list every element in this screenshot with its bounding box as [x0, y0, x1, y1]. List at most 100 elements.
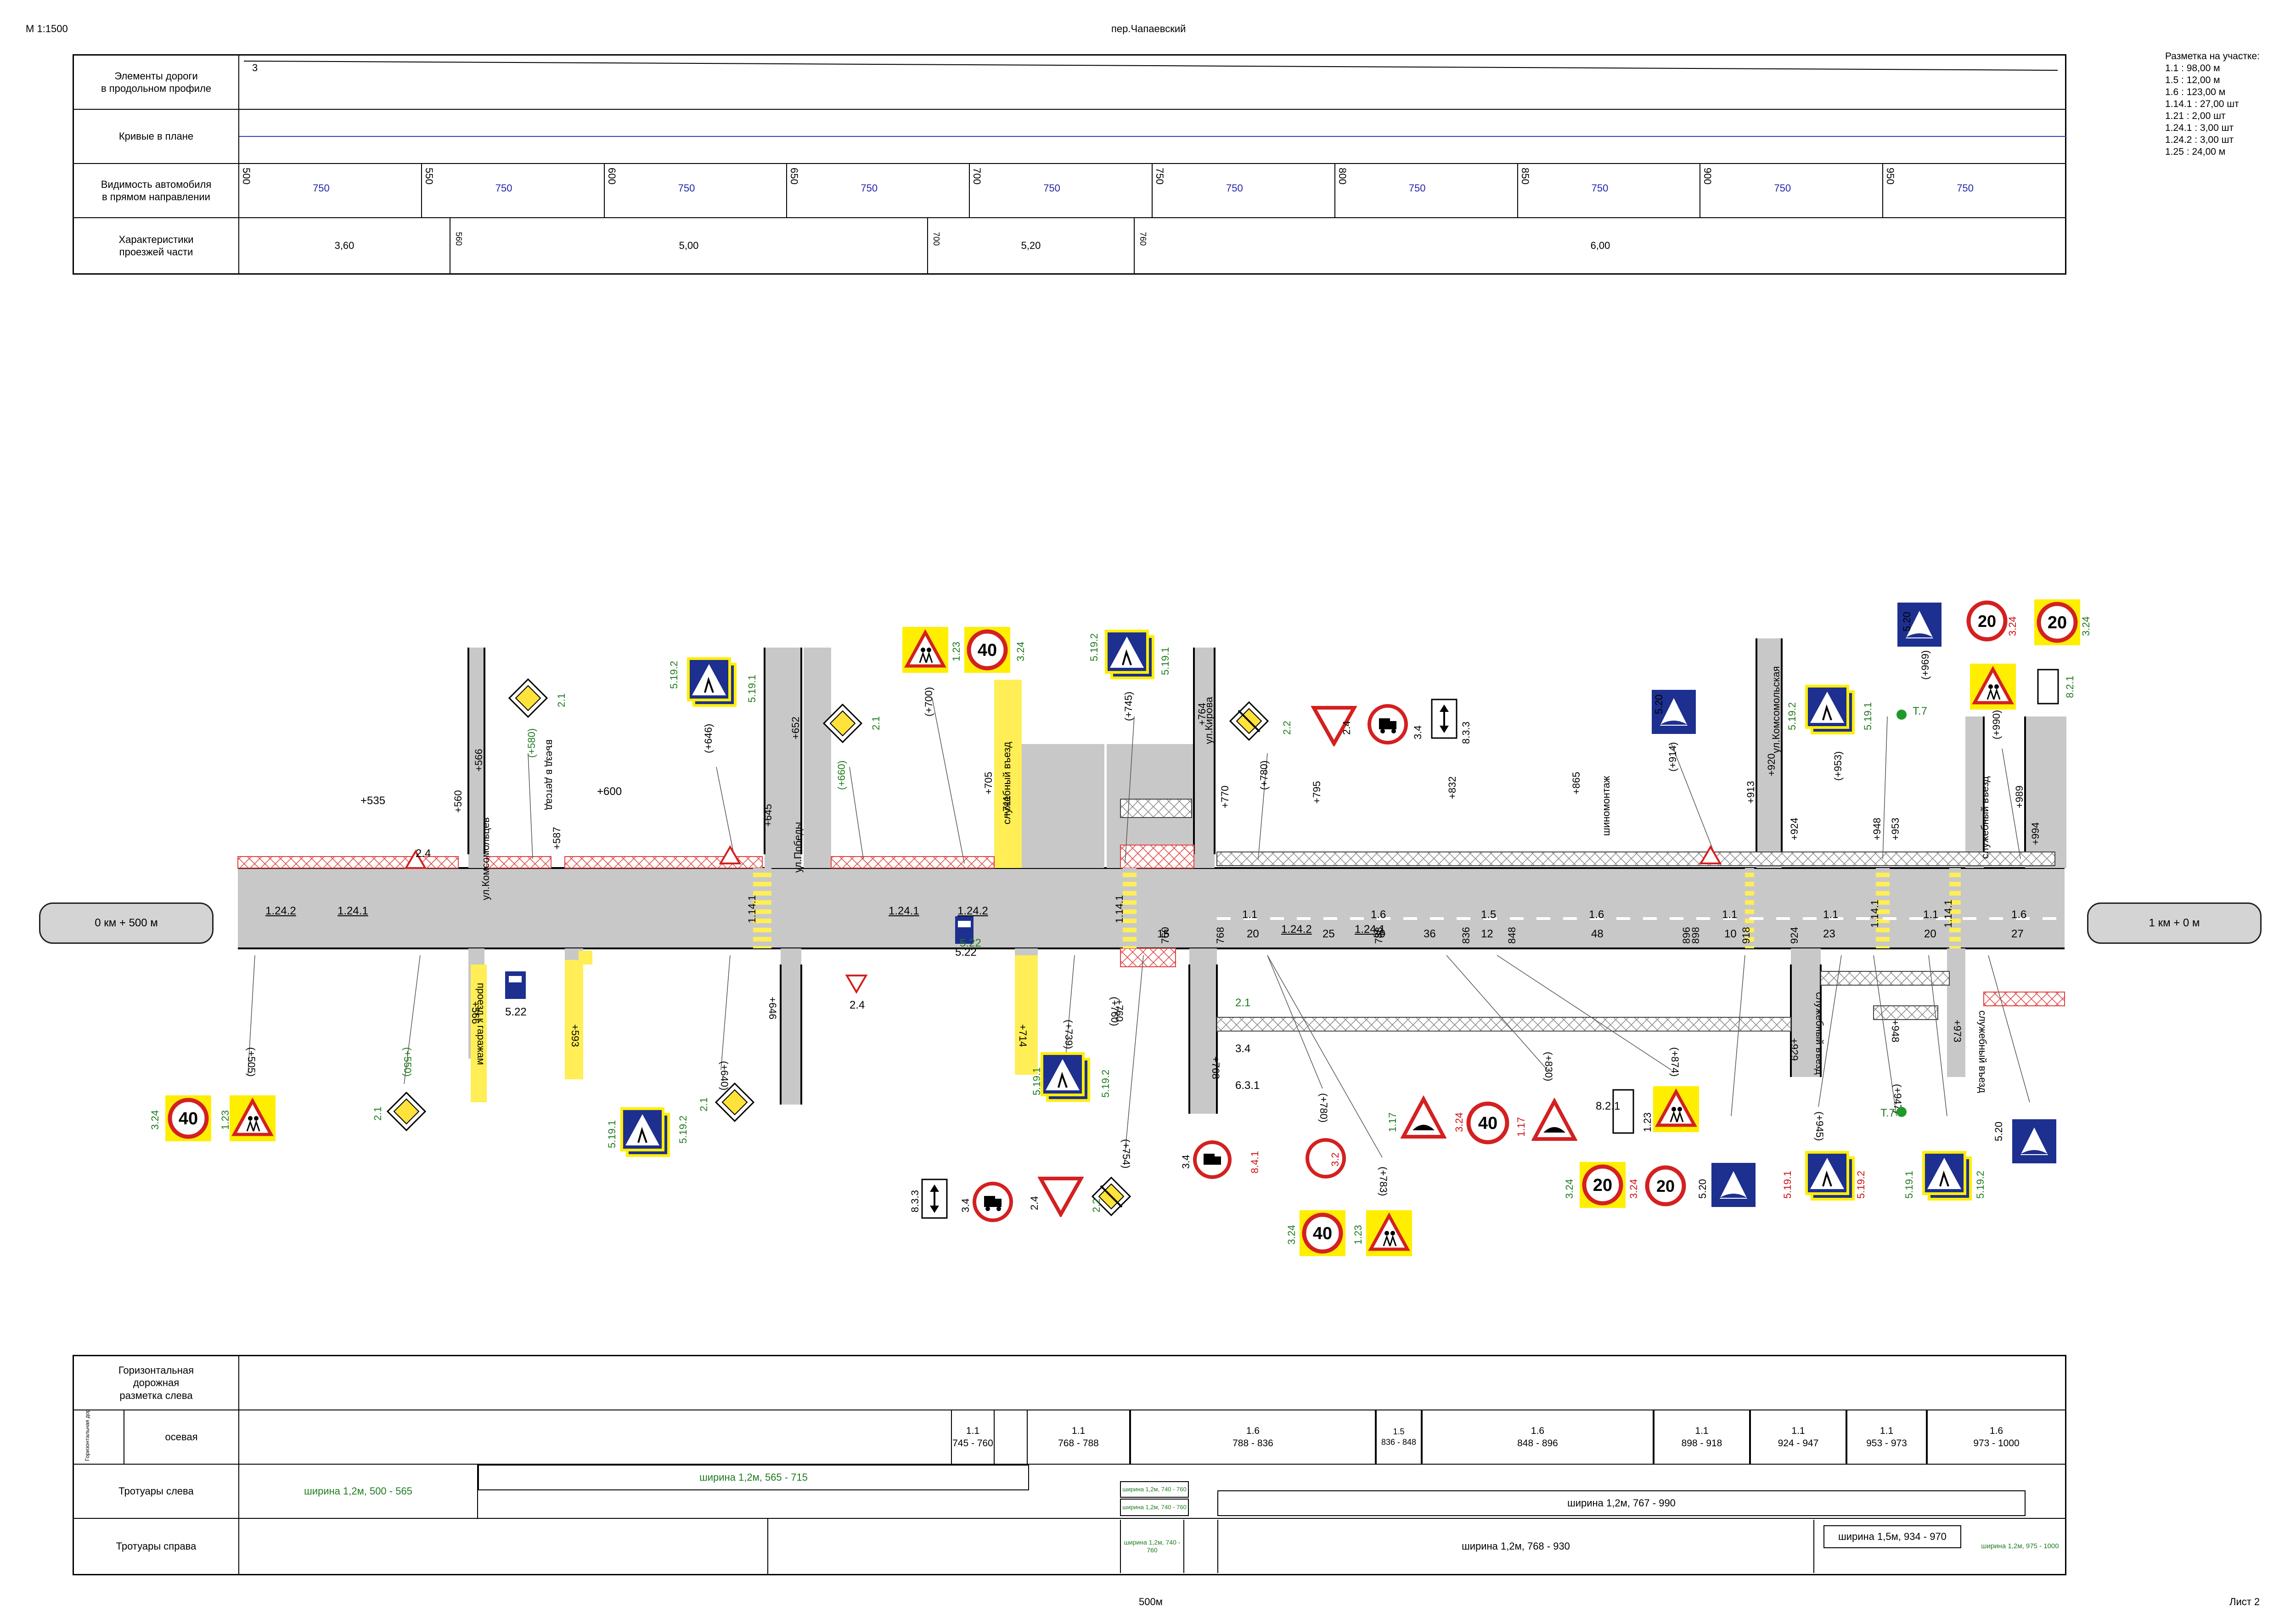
picket: +566: [470, 1001, 481, 1024]
svg-text:40: 40: [1313, 1224, 1332, 1243]
row-header-left-marking: Горизонтальная дорожная разметка слева: [74, 1356, 239, 1410]
no-trucks-sign-icon: [973, 1182, 1013, 1222]
picket: +832: [1446, 776, 1458, 799]
callout: (+945): [1814, 1111, 1825, 1141]
row-header-curves: Кривые в плане: [74, 110, 239, 164]
bottom-table: Горизонтальная дорожная разметка слева Г…: [73, 1355, 2066, 1575]
start-km-button[interactable]: 0 км + 500 м: [39, 902, 214, 944]
callout: (+745): [1123, 691, 1134, 721]
curves-line: [239, 136, 2066, 137]
visibility-value: 750: [1226, 182, 1243, 194]
sign-code: 5.19.1: [1159, 647, 1171, 675]
sign-code: 5.19.2: [1088, 633, 1100, 661]
main-carriageway: [238, 868, 2065, 948]
sign-code: 5.20: [1653, 694, 1665, 714]
axis-distance: 15: [1157, 928, 1170, 940]
street-komsomoltsev: [468, 648, 484, 868]
picket: +764: [1196, 703, 1208, 726]
sign-code: 2.4: [1029, 1196, 1040, 1210]
profile-line: [243, 61, 2058, 71]
axis-marking-range: 788 - 836: [1232, 1438, 1273, 1449]
axis-mark: 1.14.1: [1942, 899, 1954, 928]
picket: +646: [767, 997, 778, 1020]
distance-plate-icon: [1612, 1089, 1634, 1134]
svg-text:40: 40: [179, 1109, 198, 1128]
sign-code: 6.3.1: [1235, 1079, 1260, 1092]
sign-code: 5.22: [960, 937, 981, 949]
callout: (+580): [526, 728, 537, 758]
picket: +714: [1017, 1024, 1029, 1047]
main-road-end-sign-icon: [1229, 701, 1269, 741]
picket: +948: [1890, 1020, 1901, 1043]
visibility-picket: 950: [1885, 168, 1896, 185]
axis-distance: 10: [1724, 928, 1737, 940]
axis-marking-range: 973 - 1000: [1973, 1438, 2020, 1449]
direction-plate-icon: [1431, 699, 1458, 739]
pedestrian-crossing-icon: [1105, 630, 1154, 679]
axis-marking-code: 1.1: [1791, 1425, 1805, 1436]
speed-limit-20-icon: 20: [1645, 1165, 1686, 1207]
picket: +600: [597, 785, 622, 798]
settlement-sign-icon: [955, 916, 974, 944]
sign-code: 8.2.1: [2064, 676, 2076, 698]
bottom-scale: 500м: [1139, 1596, 1163, 1607]
axis-distance: 918: [1740, 927, 1752, 944]
axis-distance: 20: [1924, 928, 1936, 940]
picket: +920: [1766, 753, 1777, 776]
main-road-end-sign-icon: [1091, 1176, 1131, 1217]
picket: +770: [1219, 785, 1231, 808]
end-km-button[interactable]: 1 км + 0 м: [2087, 902, 2262, 944]
row-header-right-walks: Тротуары справа: [74, 1519, 239, 1574]
svg-text:20: 20: [2048, 613, 2067, 632]
axis-mark: 1.1: [1722, 908, 1738, 921]
pedestrian-crossing-icon: [1922, 1151, 1972, 1201]
visibility-value: 750: [861, 182, 878, 194]
sign-code: 2.1: [870, 716, 882, 730]
main-road-sign-icon: [715, 1082, 755, 1122]
no-trucks-sign-icon: [1193, 1140, 1232, 1179]
sign-code: 5.22: [955, 946, 977, 959]
legend-item: 1.21 : 2,00 шт: [2165, 111, 2226, 121]
sign-code: 3.24: [1628, 1179, 1639, 1199]
sign-code: 5.19.2: [1100, 1069, 1111, 1098]
callout: (+953): [1832, 751, 1844, 781]
axis-distance: 768: [1215, 927, 1226, 944]
axis-mark: 1.5: [1481, 908, 1497, 921]
callout: (+739): [1063, 1020, 1075, 1049]
axis-marking-range: 836 - 848: [1381, 1438, 1417, 1447]
sign-code: 3.24: [2080, 616, 2092, 636]
street-komsomolskaya: [1756, 638, 1782, 868]
axis-marking-range: 848 - 896: [1517, 1438, 1558, 1449]
dead-end-sign-icon: [1651, 689, 1697, 735]
traffic-light-icon: [1896, 710, 1907, 720]
service-entry-yellow: [994, 680, 1022, 868]
axis-distance: 25: [1322, 928, 1335, 940]
legend-title: Разметка на участке:: [2165, 51, 2260, 62]
sign-code: 5.22: [505, 1006, 527, 1018]
traffic-light-icon: [1896, 1107, 1907, 1117]
visibility-picket: 550: [423, 168, 435, 185]
street-name-service-4: служебный въезд: [1977, 1010, 1988, 1093]
sign-code: 5.20: [1697, 1179, 1708, 1199]
axis-marking-range: 768 - 788: [1058, 1438, 1099, 1449]
axis-mark: 1.24.2: [957, 905, 988, 917]
dead-end-sign-icon: [2011, 1118, 2057, 1164]
visibility-picket: 850: [1519, 168, 1531, 185]
speed-limit-40-icon: 40: [1466, 1101, 1509, 1145]
sign-code: 5.19.1: [1782, 1170, 1793, 1199]
picket: +705: [983, 772, 994, 795]
right-walk: ширина 1,2м, 768 - 930: [1217, 1520, 1814, 1573]
row-header-width: Характеристики проезжей части: [74, 218, 239, 273]
width-value: 5,00: [679, 240, 699, 251]
no-entry-circle-icon: [1306, 1138, 1346, 1179]
axis-distance: 788: [1373, 927, 1384, 944]
picket: +913: [1745, 781, 1756, 804]
sign-code: 5.19.2: [677, 1115, 689, 1144]
axis-mark: 1.24.2: [265, 905, 296, 917]
